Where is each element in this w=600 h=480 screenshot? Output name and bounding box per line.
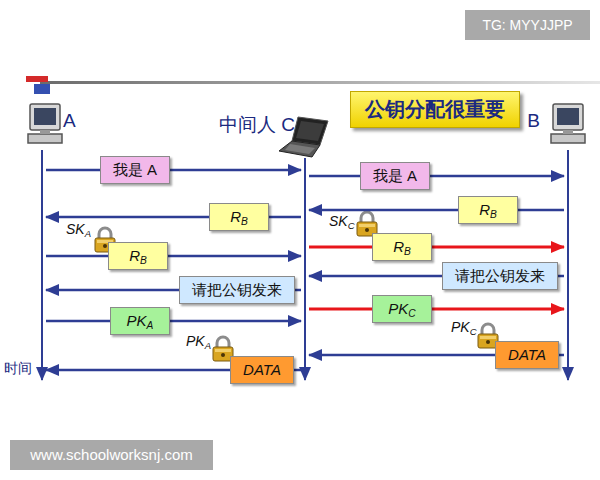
- message-box: RB: [458, 196, 518, 224]
- message-arrow: [309, 246, 564, 249]
- drawing-part: [30, 104, 60, 130]
- lifeline-party: B: [564, 108, 572, 385]
- message-arrow: [309, 209, 564, 212]
- drawing-part: [292, 117, 328, 145]
- message-box: DATA: [495, 341, 559, 369]
- message-arrow: [46, 255, 301, 258]
- lifeline-party: A: [38, 108, 46, 385]
- drawing-part: [28, 134, 62, 143]
- message-box: PKA: [110, 307, 170, 335]
- drawing-part: [34, 84, 50, 94]
- drawing-part: [41, 150, 43, 380]
- message-arrow: [46, 320, 301, 323]
- party-label: A: [63, 110, 76, 132]
- time-axis-label: 时间: [4, 360, 32, 378]
- drawing-part: [279, 141, 320, 157]
- drawing-part: [26, 76, 48, 82]
- party-label: B: [527, 110, 540, 132]
- computer-b: [551, 104, 585, 143]
- message-box: 我是 A: [100, 156, 170, 184]
- drawing-part: [40, 130, 50, 134]
- key-label: PKC: [451, 319, 477, 335]
- message-arrow: [46, 169, 301, 172]
- party-label: 中间人 C: [219, 112, 295, 138]
- message-box: RB: [372, 233, 432, 261]
- message-arrow: [309, 308, 564, 311]
- drawing-part: [557, 108, 579, 125]
- message-box: 请把公钥发来: [179, 276, 295, 304]
- drawing-part: [567, 150, 569, 380]
- drawing-part: [551, 134, 585, 143]
- drawing-part: [34, 108, 56, 125]
- connectors: [46, 170, 564, 370]
- lock-icons: [95, 212, 498, 361]
- drawing-part: [563, 130, 573, 134]
- message-box: 请把公钥发来: [442, 262, 558, 290]
- message-arrow: [309, 175, 564, 178]
- message-box: PKC: [372, 295, 432, 323]
- message-box: 我是 A: [360, 162, 430, 190]
- watermark-url: www.schoolworksnj.com: [10, 440, 213, 470]
- drawing-part: [40, 81, 600, 84]
- title-box: 公钥分配很重要: [350, 91, 520, 128]
- watermark-tag: TG: MYYJJPP: [465, 10, 590, 40]
- message-box: RB: [108, 242, 168, 270]
- drawing-part: [296, 121, 324, 141]
- title-text: 公钥分配很重要: [365, 96, 505, 123]
- drawing-part: [553, 104, 583, 130]
- lifelines: [42, 150, 568, 380]
- computer-a: [28, 104, 62, 143]
- lifeline-party: 中间人 C: [301, 110, 309, 385]
- drawing-part: [285, 144, 315, 154]
- key-label: SKC: [329, 213, 355, 229]
- message-box: DATA: [230, 356, 294, 384]
- drawing-part: [304, 158, 306, 380]
- key-label: SKA: [66, 221, 91, 237]
- key-label: PKA: [186, 333, 211, 349]
- message-box: RB: [209, 203, 269, 231]
